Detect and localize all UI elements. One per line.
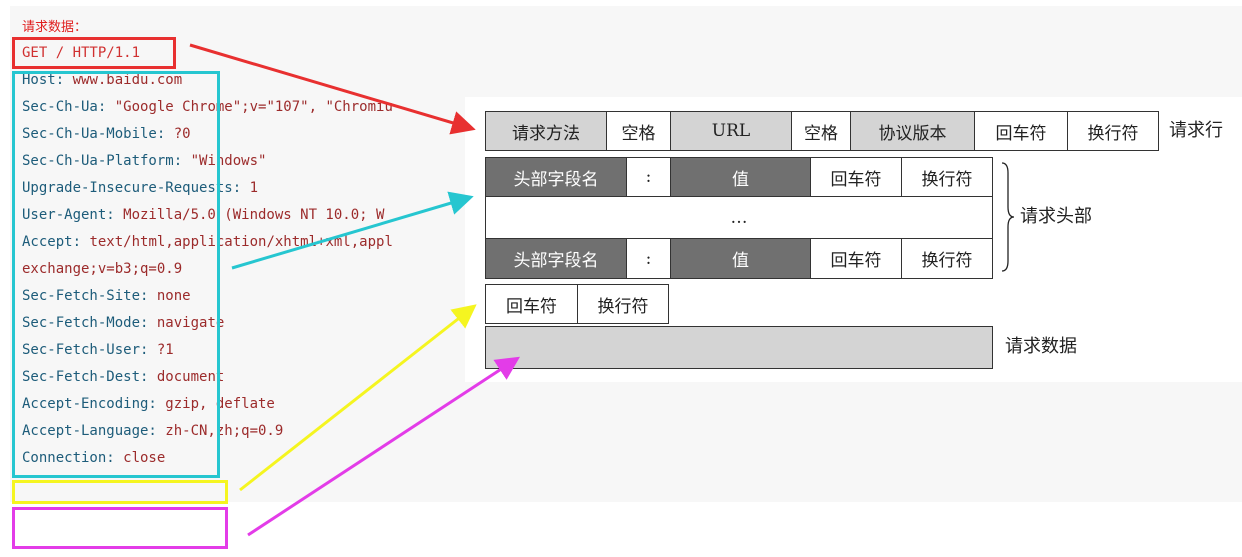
cell-field-name-2: 头部字段名 <box>485 238 627 279</box>
header-key: Accept-Encoding: <box>22 396 157 412</box>
cell-cr-3: 回车符 <box>810 238 902 279</box>
cell-cr-blank: 回车符 <box>485 284 578 324</box>
header-key: Sec-Fetch-Dest: <box>22 369 149 385</box>
header-key: Sec-Ch-Ua-Mobile: <box>22 126 166 142</box>
header-line: Sec-Fetch-Mode: navigate <box>22 310 224 337</box>
header-key: Sec-Fetch-Site: <box>22 288 149 304</box>
header-value: ?1 <box>148 342 174 358</box>
header-value: navigate <box>148 315 225 331</box>
cell-colon-1: : <box>626 157 671 197</box>
header-key: Upgrade-Insecure-Requests: <box>22 180 242 196</box>
header-key: Sec-Ch-Ua-Platform: <box>22 153 183 169</box>
cell-cr-2: 回车符 <box>810 157 902 197</box>
cell-value-2: 值 <box>670 238 811 279</box>
cell-lf-3: 换行符 <box>901 238 993 279</box>
header-key: User-Agent: <box>22 207 115 223</box>
label-request-line: 请求行 <box>1169 120 1223 141</box>
header-line: Host: www.baidu.com <box>22 67 182 94</box>
header-value: document <box>148 369 225 385</box>
request-line-box <box>12 37 176 69</box>
cell-value-1: 值 <box>670 157 811 197</box>
header-box <box>12 71 220 478</box>
cell-request-body <box>485 326 993 369</box>
body-box <box>12 507 228 549</box>
cell-cr-1: 回车符 <box>974 111 1068 151</box>
cell-ellipsis: … <box>485 196 993 239</box>
cell-version: 协议版本 <box>850 111 975 151</box>
cell-space-2: 空格 <box>791 111 851 151</box>
http-request-diagram: 请求方法 空格 URL 空格 协议版本 回车符 换行符 请求行 头部字段名 : … <box>465 97 1242 382</box>
header-key: Accept: <box>22 234 82 250</box>
header-key: Accept-Language: <box>22 423 157 439</box>
header-line: Connection: close <box>22 445 165 472</box>
header-line: Sec-Ch-Ua-Mobile: ?0 <box>22 121 191 148</box>
header-brace <box>1001 162 1015 272</box>
cell-space-1: 空格 <box>606 111 671 151</box>
header-line: exchange;v=b3;q=0.9 <box>22 256 182 283</box>
cell-lf-1: 换行符 <box>1067 111 1159 151</box>
header-value: 1 <box>241 180 259 196</box>
blank-line-box <box>12 480 228 504</box>
header-value: close <box>114 450 166 466</box>
header-line: Sec-Fetch-User: ?1 <box>22 337 174 364</box>
label-request-body: 请求数据 <box>1005 336 1077 357</box>
header-value: www.baidu.com <box>64 72 183 88</box>
header-key: Connection: <box>22 450 115 466</box>
cell-colon-2: : <box>626 238 671 279</box>
cell-url: URL <box>670 111 792 151</box>
header-line: Sec-Ch-Ua-Platform: "Windows" <box>22 148 266 175</box>
header-value: ?0 <box>165 126 191 142</box>
header-value: none <box>148 288 191 304</box>
cell-lf-blank: 换行符 <box>577 284 669 324</box>
header-value: "Windows" <box>182 153 267 169</box>
heading: 请求数据： <box>22 20 88 35</box>
header-value: exchange;v=b3;q=0.9 <box>22 261 183 277</box>
cell-lf-2: 换行符 <box>901 157 993 197</box>
header-key: Sec-Fetch-User: <box>22 342 149 358</box>
header-key: Sec-Ch-Ua: <box>22 99 107 115</box>
cell-field-name-1: 头部字段名 <box>485 157 627 197</box>
header-line: Sec-Fetch-Site: none <box>22 283 191 310</box>
header-key: Sec-Fetch-Mode: <box>22 315 149 331</box>
label-request-header: 请求头部 <box>1020 206 1092 227</box>
header-line: Sec-Fetch-Dest: document <box>22 364 224 391</box>
header-key: Host: <box>22 72 65 88</box>
request-line-text: GET / HTTP/1.1 <box>22 45 141 61</box>
cell-method: 请求方法 <box>485 111 607 151</box>
header-line: Upgrade-Insecure-Requests: 1 <box>22 175 258 202</box>
